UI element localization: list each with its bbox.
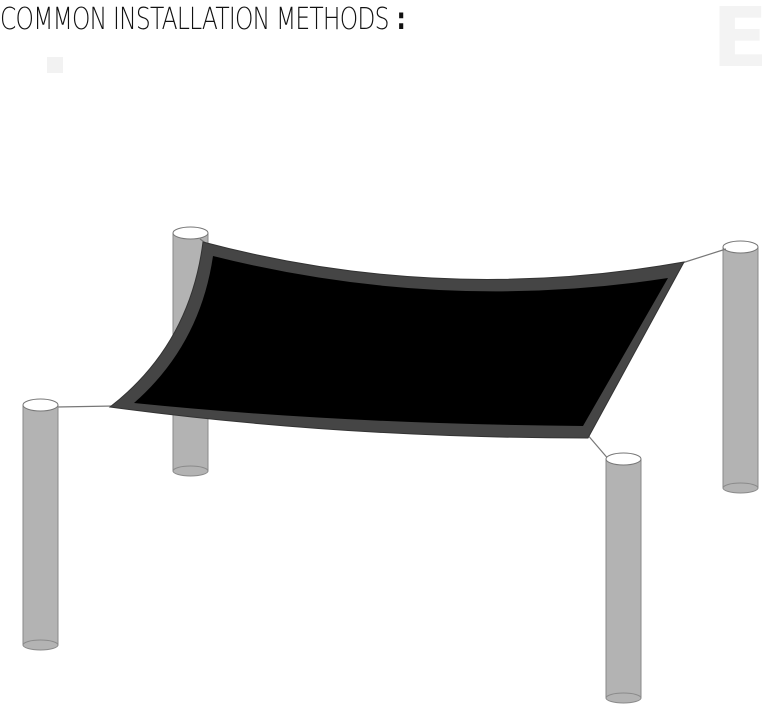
title-text: COMMON INSTALLATION METHODS: [0, 2, 389, 37]
post-back-right: [722, 240, 759, 494]
page-title: COMMON INSTALLATION METHODS:: [0, 2, 406, 38]
watermark-letter: E: [711, 0, 768, 86]
post-front-right: [605, 452, 642, 704]
shade-sail: [108, 241, 685, 439]
title-colon: :: [396, 2, 406, 37]
tension-ropes: [56, 238, 727, 462]
watermark-square: [47, 57, 63, 73]
post-front-left: [22, 398, 59, 651]
